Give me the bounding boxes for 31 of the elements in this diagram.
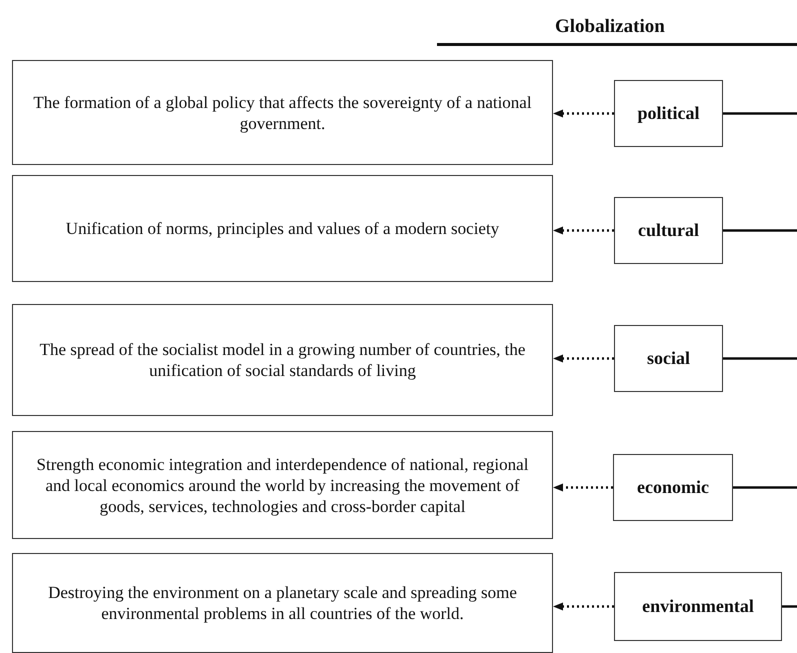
category-box (614, 197, 723, 264)
description-text: Strength economic integration and interdependence of national, regional and local economics around the world by increasing the movement of goods, services, technologies and cross-border capital (36, 454, 530, 516)
arrow (553, 484, 613, 492)
diagram-title: Globalization (555, 16, 665, 38)
arrow (553, 354, 614, 362)
arrow (553, 110, 614, 118)
connector-line (723, 357, 797, 360)
description-box (12, 304, 553, 416)
connector-line (723, 229, 797, 232)
description-text: Destroying the environment on a planetary scale and spreading some environmental problems in all countries of the world. (47, 582, 518, 624)
category-box (614, 80, 723, 147)
connector-line (733, 486, 797, 489)
description-box (12, 431, 553, 539)
connector-line (782, 605, 797, 608)
connector-line (723, 112, 797, 115)
category-label: environmental (642, 596, 754, 617)
category-box (614, 572, 782, 641)
category-label: cultural (638, 220, 699, 241)
description-text: Unification of norms, principles and values of a modern society (66, 218, 500, 239)
category-label: economic (637, 477, 709, 498)
category-box (614, 325, 723, 392)
category-box (613, 454, 733, 521)
description-box (12, 553, 553, 653)
arrow (553, 602, 614, 610)
category-label: political (638, 103, 700, 124)
description-text: The formation of a global policy that affects the sovereignty of a national government. (32, 92, 533, 134)
description-box (12, 175, 553, 282)
description-text: The spread of the socialist model in a growing number of countries, the unification of social standards of living (38, 339, 526, 381)
category-label: social (647, 348, 690, 369)
description-box (12, 60, 553, 165)
arrow (553, 226, 614, 234)
